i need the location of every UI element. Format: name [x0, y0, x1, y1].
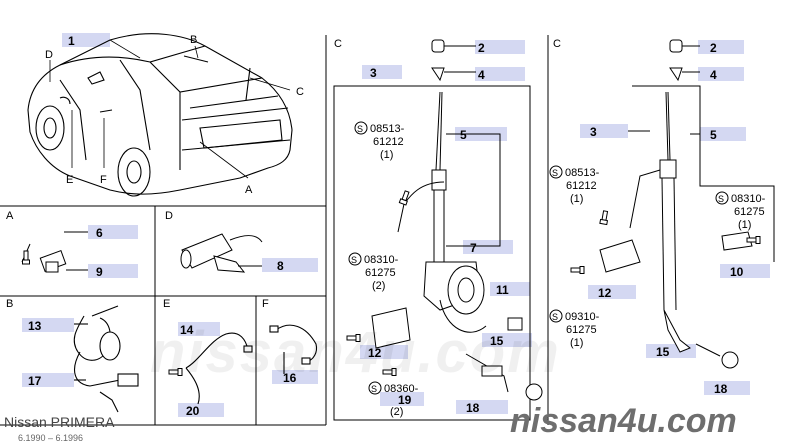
- panel-b-parts: [73, 305, 139, 413]
- car-letter-d: D: [45, 49, 53, 61]
- footer-model: Nissan PRIMERA: [4, 414, 115, 430]
- panel-mid-title: C: [334, 38, 342, 50]
- right-callout-18: 18: [714, 382, 728, 396]
- right-screw-1-qty: (1): [570, 193, 583, 205]
- mid-screw-3-symbol: S: [371, 384, 377, 394]
- panel-right-title: C: [553, 38, 561, 50]
- mid-screw-2-symbol: S: [351, 255, 357, 265]
- right-screw-3-code: 61275: [566, 324, 597, 336]
- right-callout-3: 3: [590, 125, 597, 139]
- right-screw-2-code: 61275: [734, 206, 765, 218]
- mid-screw-3-qty: (2): [390, 406, 403, 418]
- mid-callout-12: 12: [368, 346, 382, 360]
- callout-14: 14: [180, 323, 194, 337]
- mid-screw-1-symbol: S: [357, 124, 363, 134]
- panel-e-parts: [168, 332, 253, 405]
- callout-17: 17: [28, 374, 42, 388]
- antenna-assembly-middle: [333, 39, 543, 421]
- panel-a-title: A: [6, 210, 14, 222]
- mid-callout-19: 19: [398, 393, 412, 407]
- right-screw-specs: S 08513- 61212 (1) S 08310- 61275 (1) S …: [549, 165, 766, 349]
- mid-callout-7: 7: [470, 241, 477, 255]
- right-callout-10: 10: [730, 265, 744, 279]
- car-letter-b: B: [190, 34, 197, 46]
- callout-1: 1: [68, 34, 75, 48]
- mid-callout-4: 4: [478, 68, 485, 82]
- panel-e-title: E: [163, 298, 170, 310]
- right-screw-1-num: 08513-: [565, 167, 600, 179]
- mid-screw-1-code: 61212: [373, 136, 404, 148]
- callout-16: 16: [283, 371, 297, 385]
- panel-d-parts: [180, 233, 263, 273]
- footer-dates: 6.1990 – 6.1996: [18, 433, 83, 443]
- antenna-assembly-right: [570, 39, 775, 369]
- car-illustration: [27, 33, 293, 197]
- callout-highlights: [22, 33, 770, 417]
- callout-13: 13: [28, 319, 42, 333]
- mid-screw-3-num: 08360-: [384, 383, 419, 395]
- mid-screw-1-qty: (1): [380, 149, 393, 161]
- callout-9: 9: [96, 265, 103, 279]
- panel-f-title: F: [262, 298, 269, 310]
- panel-f-parts: [269, 324, 318, 374]
- callout-6: 6: [96, 226, 103, 240]
- car-leader-lines: [49, 39, 291, 179]
- mid-callout-11: 11: [496, 283, 509, 297]
- mid-screw-2-code: 61275: [365, 267, 396, 279]
- right-screw-3-num: 09310-: [565, 311, 600, 323]
- right-screw-3-qty: (1): [570, 337, 583, 349]
- right-callout-4: 4: [710, 68, 717, 82]
- right-screw-3-symbol: S: [552, 312, 558, 322]
- mid-screw-1-num: 08513-: [370, 123, 405, 135]
- mid-screw-specs: S 08513- 61212 (1) S 08310- 61275 (2) S …: [348, 121, 419, 418]
- right-callout-2: 2: [710, 41, 717, 55]
- panel-letter-labels: D B C E F A A D B E F C C: [6, 34, 561, 310]
- right-callout-5: 5: [710, 128, 717, 142]
- car-letter-c: C: [296, 86, 304, 98]
- right-screw-2-num: 08310-: [731, 193, 766, 205]
- panel-b-title: B: [6, 298, 13, 310]
- mid-callout-3: 3: [370, 66, 377, 80]
- callout-8: 8: [277, 259, 284, 273]
- mid-screw-2-qty: (2): [372, 280, 385, 292]
- callout-20: 20: [186, 404, 200, 418]
- panel-a-parts: [21, 231, 88, 273]
- right-screw-1-symbol: S: [552, 168, 558, 178]
- panel-d-title: D: [165, 210, 173, 222]
- mid-callout-5: 5: [460, 128, 467, 142]
- mid-callout-2: 2: [478, 41, 485, 55]
- callout-numbers: 1 6 9 8 13 17 14 20 16 2 4 3 5 7 11 12 1…: [28, 34, 744, 418]
- mid-screw-2-num: 08310-: [364, 254, 399, 266]
- mid-callout-18: 18: [466, 401, 480, 415]
- right-callout-12: 12: [598, 286, 612, 300]
- right-screw-2-qty: (1): [738, 219, 751, 231]
- car-letter-f: F: [100, 174, 107, 186]
- right-screw-1-code: 61212: [566, 180, 597, 192]
- right-screw-2-symbol: S: [718, 194, 724, 204]
- panel-dividers: [0, 35, 549, 426]
- mid-callout-15: 15: [490, 334, 504, 348]
- car-letter-a: A: [245, 184, 253, 196]
- watermark-logo: nissan4u.com: [510, 402, 737, 440]
- right-callout-15: 15: [656, 345, 670, 359]
- car-letter-e: E: [66, 174, 73, 186]
- watermark-center: nissan4u.com: [150, 320, 561, 385]
